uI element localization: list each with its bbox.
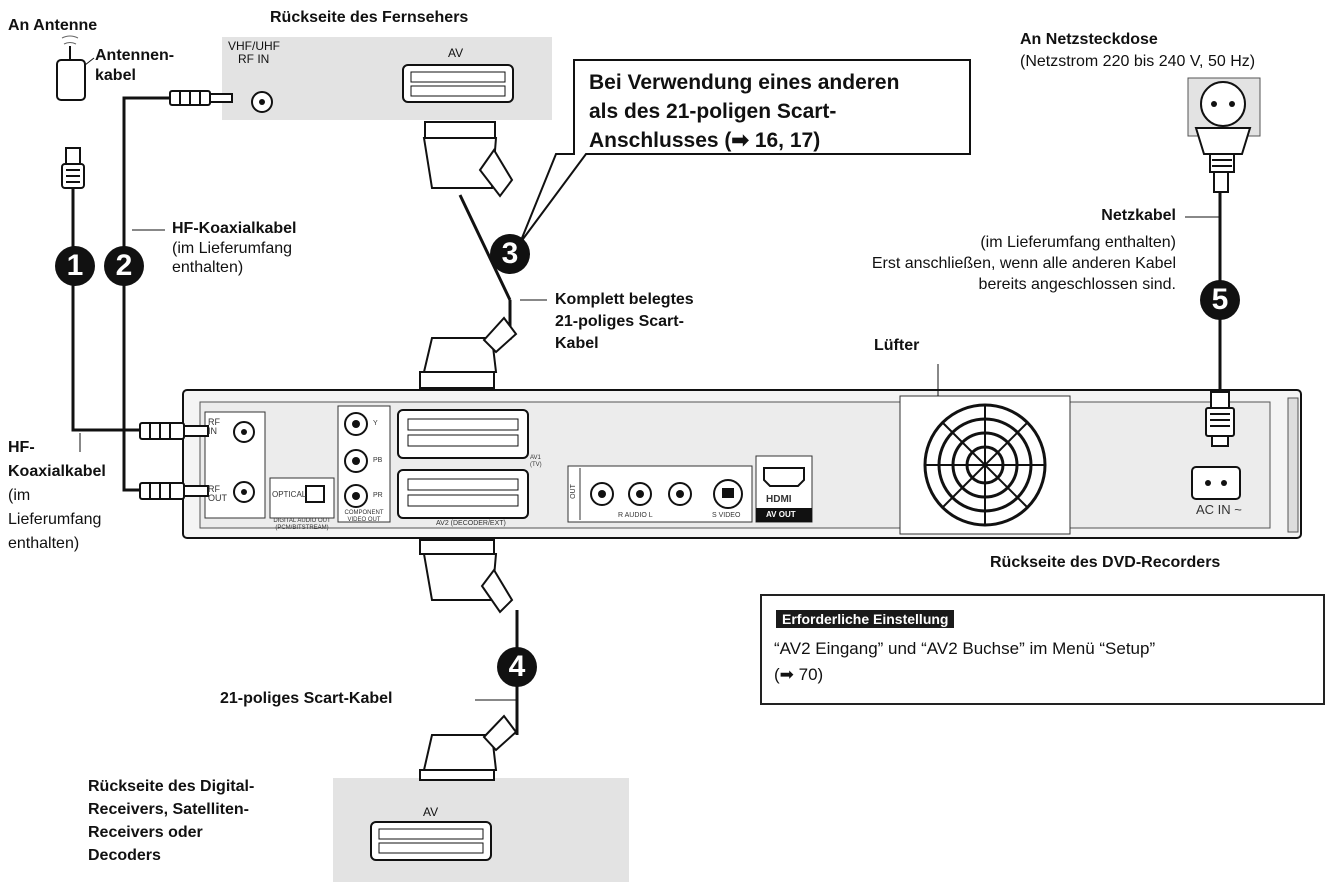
dvd-rear-label: Rückseite des DVD-Recorders: [990, 554, 1221, 571]
receiver-scart-socket: [370, 821, 492, 861]
badge-4: 4: [497, 647, 537, 687]
power-plug-wall: [1194, 127, 1252, 193]
hdmi-label: HDMI: [766, 494, 792, 505]
cable-3: [458, 194, 512, 301]
fan-icon: [923, 403, 1047, 527]
antenna-label: An Antenne: [8, 17, 98, 34]
component-pr-label: PR: [373, 492, 383, 499]
component-pb-label: PB: [373, 457, 383, 464]
ac-in-label: AC IN ~: [1196, 502, 1242, 517]
coax-plug-rf-out: [139, 482, 209, 500]
left-coax-label: HF- Koaxialkabel (im Lieferumfang enthal…: [8, 439, 106, 552]
hdmi-port: [763, 467, 805, 487]
required-setting-box: Erforderliche Einstellung “AV2 Eingang” …: [760, 594, 1325, 705]
cable-2: [122, 96, 170, 492]
antenna-box: [56, 59, 86, 101]
antenna-plug: [61, 147, 85, 189]
receiver-av-label: AV: [423, 805, 439, 819]
tv-scart-pins: [410, 71, 506, 97]
coax-cable-label: HF-Koaxialkabel (im Lieferumfang enthalt…: [172, 220, 297, 277]
svideo-label: S VIDEO: [712, 512, 741, 519]
power-cable-title: Netzkabel: [1101, 207, 1176, 224]
badge-2: 2: [104, 246, 144, 286]
av1-scart-socket: [397, 409, 529, 459]
required-setting-heading: Erforderliche Einstellung: [776, 610, 955, 628]
antenna-symbol-icon: [61, 35, 79, 45]
audio-label: R AUDIO L: [618, 512, 653, 519]
scart-plug-dvd-bottom: [419, 539, 514, 614]
power-cable-note: (im Lieferumfang enthalten) Erst anschli…: [871, 234, 1176, 293]
required-setting-text: “AV2 Eingang” und “AV2 Buchse” im Menü “…: [774, 639, 1156, 684]
tv-av-label: AV: [448, 46, 464, 60]
av1-label: AV1 (TV): [530, 455, 542, 468]
rf-in-label: RF IN: [208, 417, 220, 436]
coax-plug-tv: [169, 90, 233, 106]
power-spec-label: (Netzstrom 220 bis 240 V, 50 Hz): [1020, 53, 1256, 70]
scart-plug-dvd-top: [419, 316, 518, 389]
out-label: OUT: [569, 484, 577, 499]
scart-plug-tv: [422, 121, 514, 198]
antenna-cable-label: Antennen-kabel: [95, 47, 175, 84]
tv-rear-label: Rückseite des Fernsehers: [270, 9, 469, 26]
component-y-label: Y: [373, 420, 378, 427]
rf-out-label: RF OUT: [208, 484, 227, 503]
digital-audio-label: DIGITAL AUDIO OUT (PCM/BITSTREAM): [273, 518, 331, 531]
receiver-rear-label: Rückseite des Digital- Receivers, Satell…: [88, 778, 255, 864]
badge-3: 3: [490, 234, 530, 274]
callout-box: [519, 59, 971, 244]
cable-1: [71, 188, 140, 432]
component-label: COMPONENT VIDEO OUT: [344, 510, 384, 523]
av2-scart-socket: [397, 469, 529, 519]
full-scart-label: Komplett belegtes 21-poliges Scart- Kabe…: [555, 291, 694, 352]
badge-5: 5: [1200, 280, 1240, 320]
power-plug-dvd: [1205, 391, 1235, 447]
scart-plug-receiver: [419, 714, 518, 781]
ac-in-socket: [1191, 466, 1241, 500]
tv-scart-socket: [402, 64, 514, 103]
optical-label: OPTICAL: [272, 490, 307, 499]
av-out-label: AV OUT: [766, 510, 796, 519]
fan-label: Lüfter: [874, 337, 920, 354]
coax-plug-rf-in: [139, 422, 209, 440]
av2-label: AV2 (DECODER/EXT): [436, 520, 506, 527]
power-outlet-label: An Netzsteckdose: [1020, 31, 1158, 48]
optical-jack: [305, 485, 325, 503]
callout-text: Bei Verwendung eines anderen als des 21-…: [589, 71, 900, 152]
badge-1: 1: [55, 246, 95, 286]
scart-21-label: 21-poliges Scart-Kabel: [220, 690, 393, 707]
